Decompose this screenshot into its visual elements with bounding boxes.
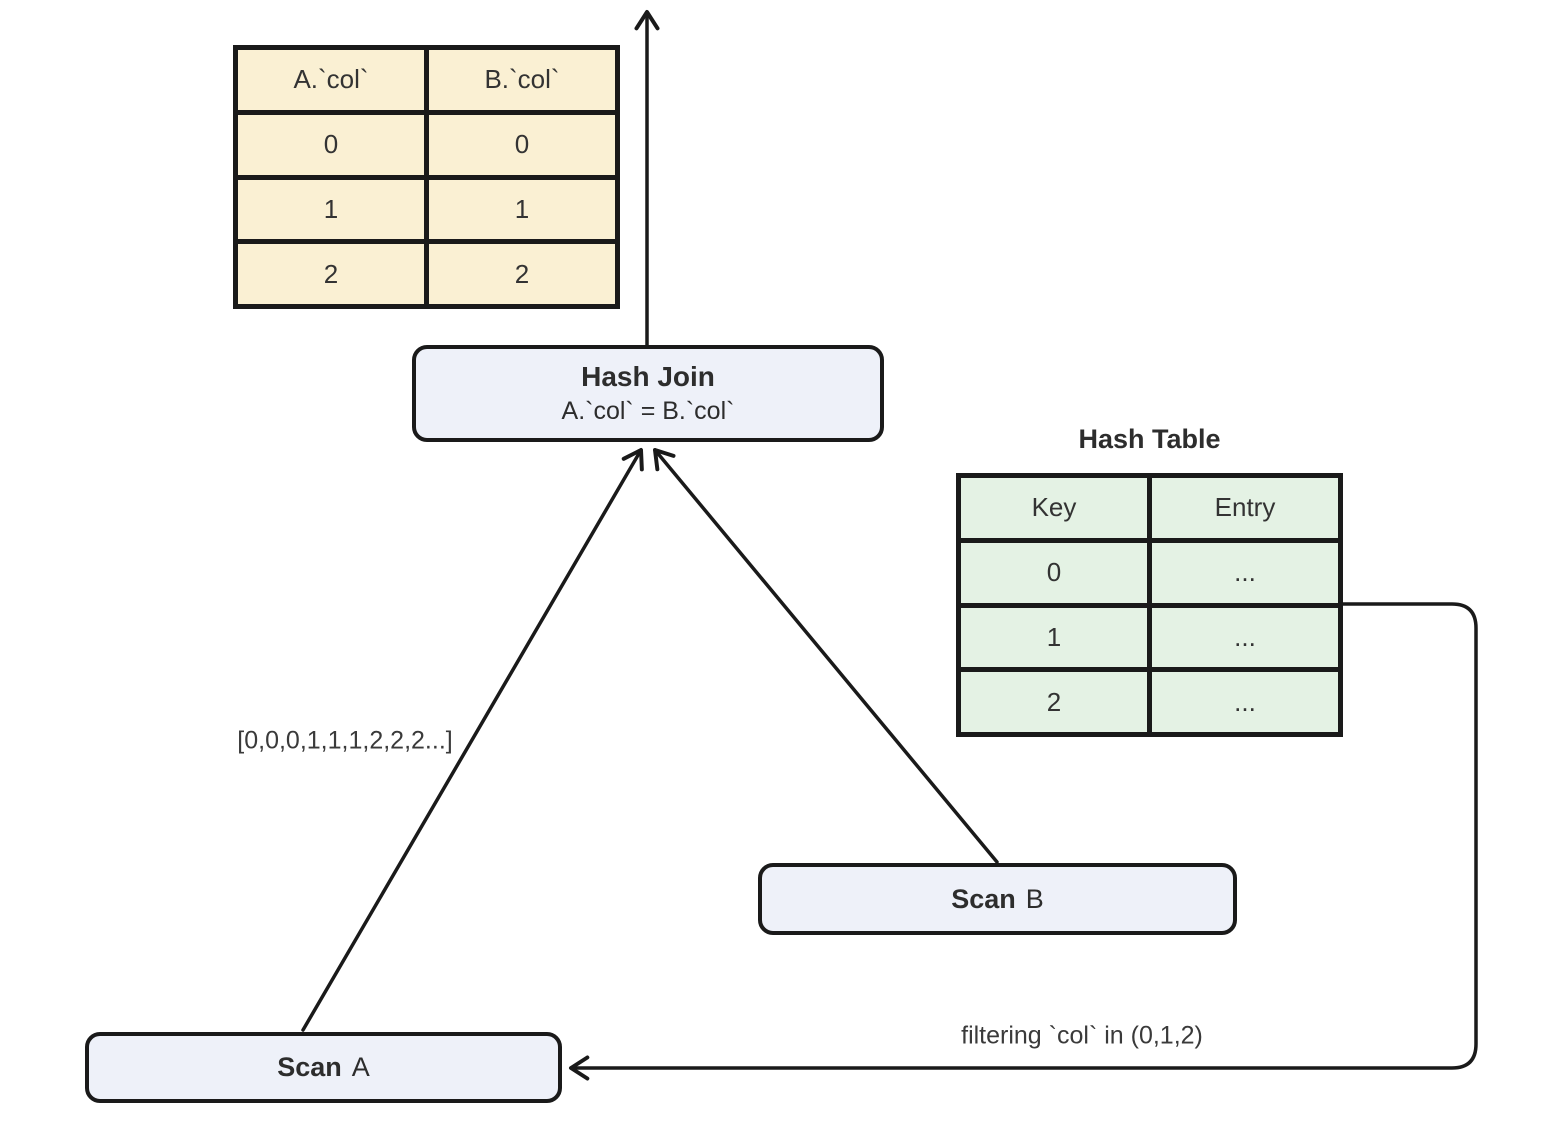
column-header: Entry [1147, 473, 1343, 543]
table-row: 0 ... [956, 537, 1343, 608]
table-cell: 0 [233, 109, 429, 180]
scan-a-op: Scan [277, 1052, 342, 1082]
column-header: Key [956, 473, 1152, 543]
edge-scanb-to-hashjoin-arrow [653, 448, 999, 864]
table-row: 1 ... [956, 602, 1343, 673]
table-cell: 0 [424, 109, 620, 180]
hash-join-node: Hash Join A.`col` = B.`col` [412, 345, 884, 442]
table-cell: ... [1147, 667, 1343, 737]
table-cell: 2 [424, 239, 620, 309]
hash-table: Key Entry 0 ... 1 ... 2 ... [956, 473, 1343, 737]
table-row: 2 2 [233, 239, 620, 309]
scan-b-op: Scan [951, 883, 1016, 914]
hash-join-title: Hash Join [581, 360, 715, 392]
scan-b-label: Scan B [951, 884, 1044, 915]
column-header: B.`col` [424, 45, 620, 115]
column-header: A.`col` [233, 45, 429, 115]
scan-a-stream-label: [0,0,0,1,1,1,2,2,2...] [237, 726, 453, 755]
table-cell: 1 [233, 174, 429, 245]
edge-hashtable-to-scana-arrow [569, 602, 1478, 1081]
hash-table-title: Hash Table [1078, 424, 1221, 454]
table-header-row: A.`col` B.`col` [233, 45, 620, 115]
scan-a-node: Scan A [85, 1032, 562, 1103]
table-cell: 2 [233, 239, 429, 309]
table-header-row: Key Entry [956, 473, 1343, 543]
table-cell: 1 [424, 174, 620, 245]
hash-table-filter-label: filtering `col` in (0,1,2) [961, 1021, 1203, 1050]
table-cell: 1 [956, 602, 1152, 673]
table-row: 0 0 [233, 109, 620, 180]
table-cell: 2 [956, 667, 1152, 737]
join-output-table: A.`col` B.`col` 0 0 1 1 2 2 [233, 45, 620, 309]
scan-b-target: B [1025, 883, 1044, 914]
scan-a-label: Scan A [277, 1052, 370, 1083]
table-row: 2 ... [956, 667, 1343, 737]
scan-a-target: A [351, 1052, 370, 1082]
hash-join-condition: A.`col` = B.`col` [561, 397, 735, 426]
table-cell: ... [1147, 602, 1343, 673]
table-cell: 0 [956, 537, 1152, 608]
table-cell: ... [1147, 537, 1343, 608]
edge-scana-to-hashjoin-arrow [301, 448, 644, 1032]
table-row: 1 1 [233, 174, 620, 245]
scan-b-node: Scan B [758, 863, 1237, 935]
